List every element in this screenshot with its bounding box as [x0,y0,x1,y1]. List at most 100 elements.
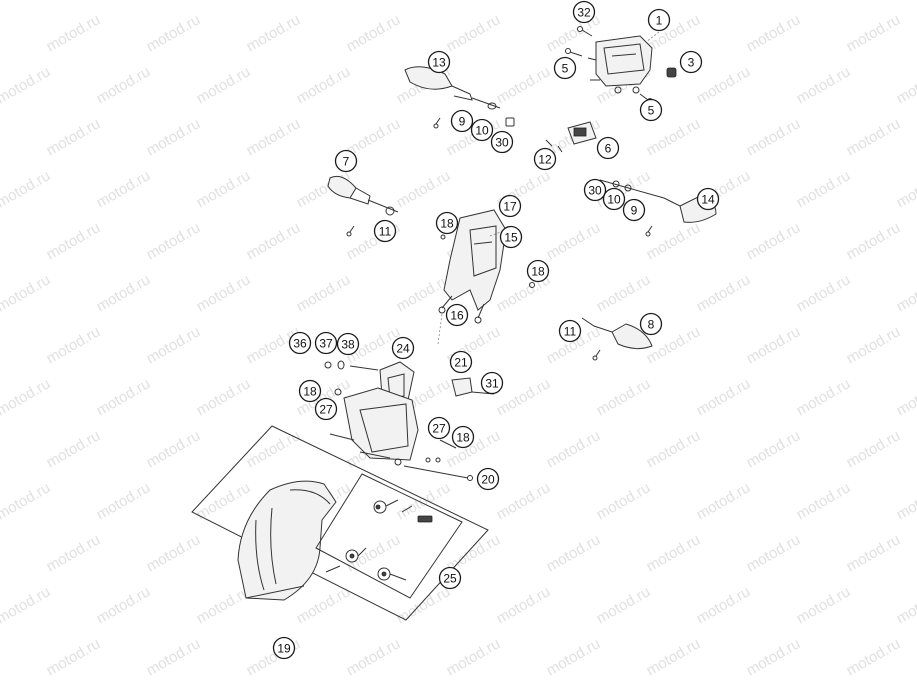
watermark-text: motod.ru [744,635,804,679]
callout-number: 1 [656,14,663,28]
callout-circle [449,350,473,374]
callout-number: 27 [319,403,333,417]
callout-number: 9 [459,115,466,129]
callout-number: 24 [396,342,410,356]
callout-circle [499,225,523,249]
watermark-text: motod.ru [444,11,504,55]
callout-number: 27 [432,422,446,436]
callout-31: 31 [480,371,504,395]
callout-circle [314,397,338,421]
callout-14: 14 [696,187,720,211]
watermark-text: motod.ru [744,115,804,159]
watermark-text: motod.ru [244,635,304,679]
watermark-text: motod.ru [344,531,404,575]
callout-circle [696,187,720,211]
watermark-text: motod.ru [744,11,804,55]
headlight-outline-box [191,425,489,621]
callout-number: 3 [688,56,695,70]
callout-circle [391,336,415,360]
watermark-text: motod.ru [594,375,654,419]
callout-circle [445,303,469,327]
watermark-text: motod.ru [894,167,917,211]
callout-number: 30 [495,136,509,150]
watermark-text: motod.ru [0,115,3,159]
watermark-text: motod.ru [444,635,504,679]
watermark-text: motod.ru [594,479,654,523]
watermark-text: motod.ru [794,167,854,211]
callout-number: 30 [588,184,602,198]
watermark-text: motod.ru [394,0,454,3]
callout-11: 11 [373,219,397,243]
watermark-text: motod.ru [0,271,53,315]
callout-circle [314,331,338,355]
watermark-text: motod.ru [844,115,904,159]
callout-number: 25 [443,572,457,586]
watermark-text: motod.ru [794,479,854,523]
callout-circle [435,211,459,235]
callout-27: 27 [314,397,338,421]
watermark-text: motod.ru [544,531,604,575]
callout-number: 5 [562,62,569,76]
watermark-text: motod.ru [644,219,704,263]
callout-number: 12 [538,153,552,167]
callout-5: 5 [639,98,663,122]
watermark-text: motod.ru [844,635,904,679]
watermark-text: motod.ru [644,427,704,471]
watermark-text: motod.ru [844,531,904,575]
watermark-text: motod.ru [94,375,154,419]
callout-number: 37 [319,337,333,351]
callout-number: 19 [277,642,291,656]
watermark-text: motod.ru [144,427,204,471]
callout-number: 38 [341,338,355,352]
indicator-right-rear-part [581,317,653,361]
callout-30: 30 [583,178,607,202]
watermark-text: motod.ru [44,323,104,367]
watermark-text: motod.ru [894,479,917,523]
watermark-text: motod.ru [0,531,3,575]
callout-number: 20 [481,473,495,487]
callout-circle [334,149,358,173]
callout-circle [553,56,577,80]
callout-10: 10 [602,187,626,211]
watermark-text: motod.ru [694,63,754,107]
watermark-text: motod.ru [794,63,854,107]
callout-number: 18 [303,385,317,399]
watermark-text: motod.ru [94,479,154,523]
bracket-part [567,121,597,145]
watermark-text: motod.ru [144,635,204,679]
watermark-text: motod.ru [0,167,53,211]
watermark-text: motod.ru [744,219,804,263]
callout-13: 13 [427,50,451,74]
plug-part [666,67,677,78]
callout-30: 30 [490,130,514,154]
leader-lines [437,31,660,345]
callout-circle [373,219,397,243]
callout-11: 11 [558,319,582,343]
watermark-text: motod.ru [894,583,917,627]
watermark-text: motod.ru [794,271,854,315]
watermark-text: motod.ru [194,271,254,315]
watermark-text: motod.ru [644,115,704,159]
watermark-text: motod.ru [494,583,554,627]
callout-number: 17 [503,200,517,214]
callout-number: 18 [531,265,545,279]
watermark-text: motod.ru [744,323,804,367]
callout-circle [583,178,607,202]
callout-circle [450,109,474,133]
callout-circle [438,566,462,590]
callout-36: 36 [288,331,312,355]
callout-number: 11 [379,225,392,239]
callout-number: 32 [577,6,591,20]
watermark-text: motod.ru [744,531,804,575]
watermark-text: motod.ru [294,271,354,315]
callout-circle [602,187,626,211]
watermark-text: motod.ru [244,115,304,159]
screw-part [545,139,563,153]
callout-number: 11 [564,325,577,339]
callout-circle [596,136,620,160]
callout-number: 5 [648,104,655,118]
callout-number: 8 [648,318,655,332]
watermark-text: motod.ru [544,427,604,471]
callout-27: 27 [427,416,451,440]
